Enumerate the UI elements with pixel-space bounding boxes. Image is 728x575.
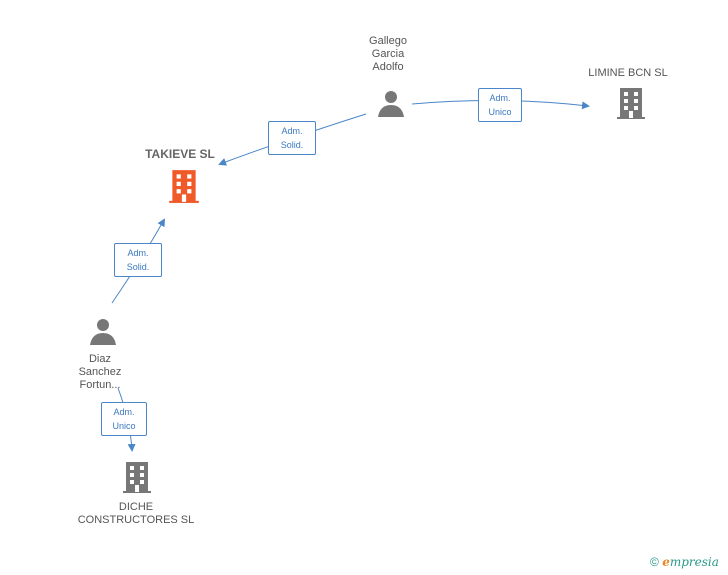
node-label-diaz: Diaz Sanchez Fortun... [78, 353, 122, 391]
node-label-gallego: Gallego Garcia Adolfo [369, 35, 407, 73]
node-label-diche: DICHE CONSTRUCTORES SL [77, 501, 195, 526]
brand-logo: empresia [662, 555, 719, 569]
edge-label-adm-unico[interactable]: Adm. Unico [478, 88, 522, 122]
building-icon-highlight[interactable] [168, 168, 200, 204]
copyright-symbol: © [650, 555, 659, 569]
edge-label-adm-unico[interactable]: Adm. Unico [101, 402, 147, 436]
node-label-limine: LIMINE BCN SL [588, 67, 668, 79]
edge-label-adm-solid[interactable]: Adm. Solid. [268, 121, 316, 155]
node-label-takieve: TAKIEVE SL [145, 147, 215, 161]
building-icon[interactable] [616, 86, 646, 120]
edge-label-adm-solid[interactable]: Adm. Solid. [114, 243, 162, 277]
person-icon[interactable] [376, 89, 406, 119]
brand-footer: © empresia [650, 555, 719, 569]
person-icon[interactable] [88, 317, 118, 347]
building-icon[interactable] [122, 460, 152, 494]
